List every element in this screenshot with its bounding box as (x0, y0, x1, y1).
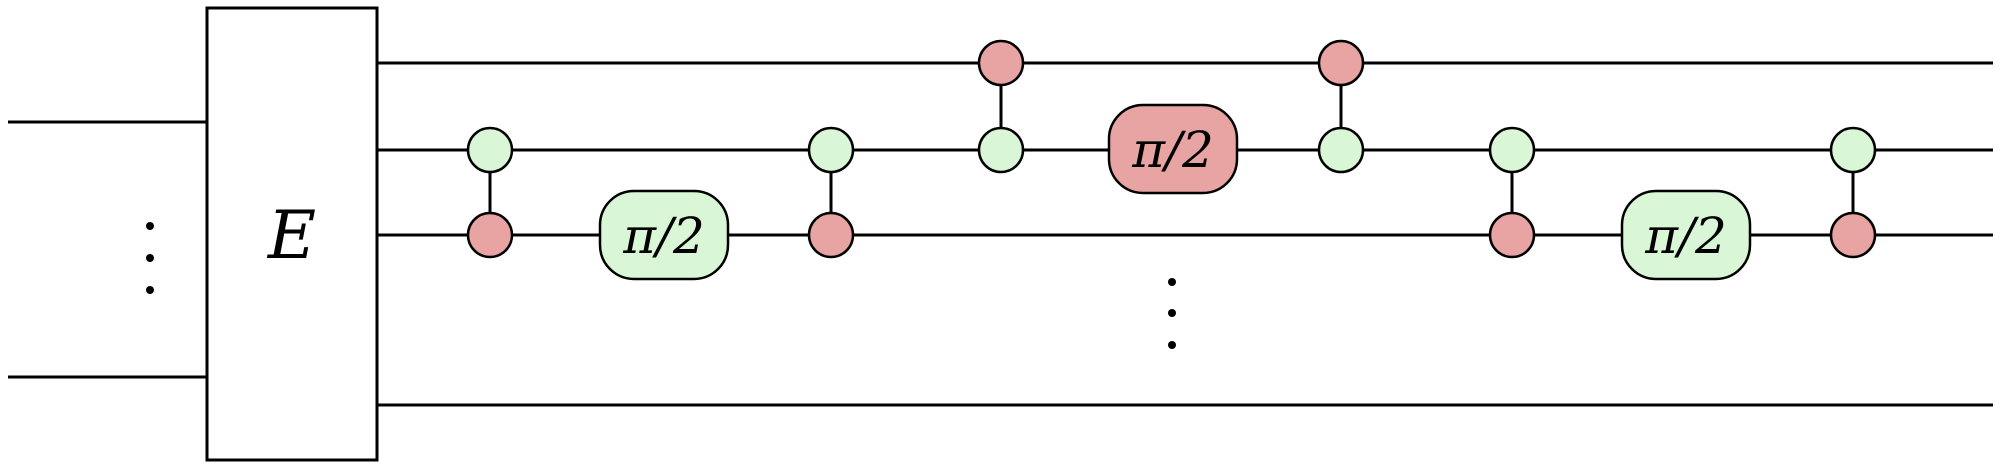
red-spider (977, 39, 1025, 87)
phase-label: π/2 (622, 207, 705, 265)
phase-box-green-2: π/2 (1620, 189, 1752, 281)
wire-ellipsis (1168, 278, 1176, 349)
phase-box-red: π/2 (1107, 103, 1239, 195)
input-ellipsis (146, 222, 154, 294)
phase-label: π/2 (1131, 121, 1214, 179)
green-spider (1317, 126, 1365, 174)
red-spider (1317, 39, 1365, 87)
red-spider (1829, 211, 1877, 259)
green-spider (466, 126, 514, 174)
red-spider (1488, 211, 1536, 259)
encoder-label: E (267, 197, 316, 274)
red-spider (807, 211, 855, 259)
phase-box-green-1: π/2 (598, 189, 730, 281)
green-spider (1488, 126, 1536, 174)
phase-label: π/2 (1644, 207, 1727, 265)
encoder-box (205, 6, 379, 462)
green-spider (977, 126, 1025, 174)
green-spider (1829, 126, 1877, 174)
red-spider (466, 211, 514, 259)
green-spider (807, 126, 855, 174)
